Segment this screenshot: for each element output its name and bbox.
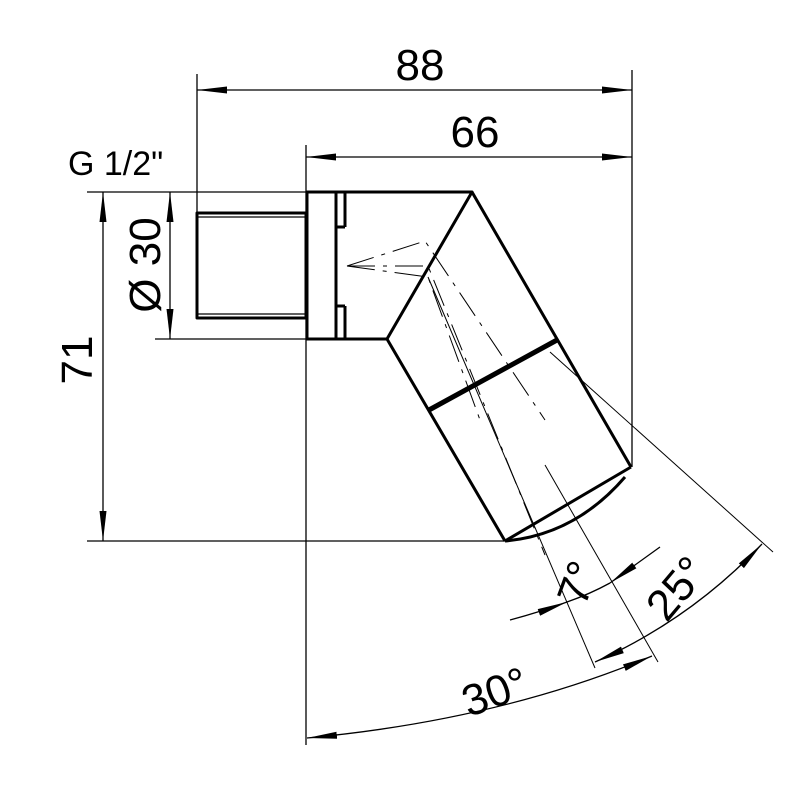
dim-30-label: 30° xyxy=(455,658,534,727)
centerline-axis xyxy=(347,265,546,556)
spray-face xyxy=(504,465,632,543)
dim-71-label: 71 xyxy=(53,336,102,385)
dim-30-arc xyxy=(306,655,653,739)
spray-face-curve xyxy=(504,476,627,543)
dim-66-label: 66 xyxy=(451,108,500,157)
dim-7-arrow-left xyxy=(509,601,568,621)
swivel-sides xyxy=(385,191,633,542)
flange xyxy=(305,190,338,341)
upper-body xyxy=(345,190,474,341)
extension-tilt xyxy=(549,351,774,553)
dim-diameter-label: Ø 30 xyxy=(121,217,170,312)
thread-pipe xyxy=(195,211,308,320)
dimension-lines xyxy=(99,86,763,739)
dim-25-label: 25° xyxy=(637,547,717,629)
dim-88-label: 88 xyxy=(396,41,445,90)
dim-7-arrow-right xyxy=(609,546,661,584)
dim-7-span xyxy=(566,582,611,603)
extension-spray-left xyxy=(427,276,596,669)
flange-ring xyxy=(336,190,347,341)
part-outline xyxy=(195,190,633,543)
dim-7-label: 7° xyxy=(548,555,608,611)
extension-lines xyxy=(87,70,633,745)
centerline-upper xyxy=(346,240,546,421)
swivel-joint xyxy=(427,337,559,413)
dim-25-arc xyxy=(594,543,763,663)
thread-label: G 1/2" xyxy=(68,145,163,183)
centerline-lower xyxy=(346,265,481,421)
